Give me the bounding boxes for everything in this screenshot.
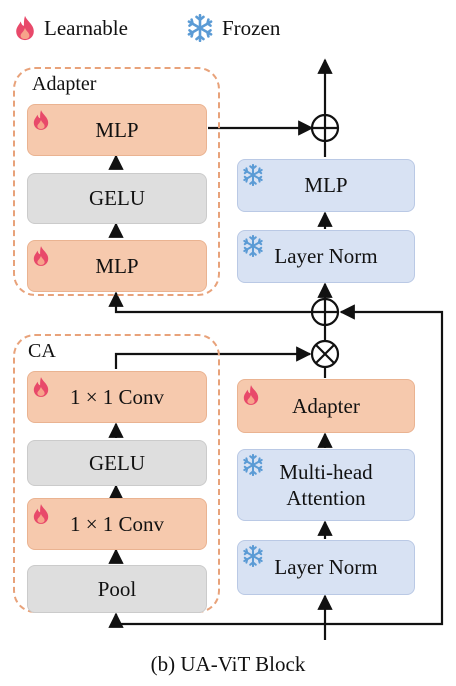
ca-pool: Pool xyxy=(27,565,207,613)
adapter-mlp-top-label: MLP xyxy=(95,117,139,142)
figure-caption: (b) UA-ViT Block xyxy=(150,652,306,676)
adapter-group-label: Adapter xyxy=(32,73,97,95)
attention-label-line2: Attention xyxy=(286,486,366,510)
snowflake-icon xyxy=(242,454,264,476)
ca-conv-top-label: 1 × 1 Conv xyxy=(69,384,165,409)
ca-conv-top: 1 × 1 Conv xyxy=(27,371,207,423)
flame-icon xyxy=(32,109,50,131)
main-layer-norm-top-label: Layer Norm xyxy=(274,244,378,269)
legend-frozen-label: Frozen xyxy=(222,15,281,40)
main-adapter-label: Adapter xyxy=(292,393,360,418)
ca-gelu-label: GELU xyxy=(89,450,145,475)
flame-icon xyxy=(32,245,50,267)
main-multi-head-attention: Multi-head Attention xyxy=(237,449,415,521)
flame-icon xyxy=(242,384,260,406)
flame-icon xyxy=(32,503,50,525)
main-layer-norm-bottom: Layer Norm xyxy=(237,540,415,595)
adapter-group xyxy=(13,67,220,296)
snowflake-icon xyxy=(242,164,264,186)
snowflake-icon xyxy=(242,545,264,567)
adapter-gelu-label: GELU xyxy=(89,186,145,211)
main-layer-norm-top: Layer Norm xyxy=(237,230,415,283)
main-layer-norm-bottom-label: Layer Norm xyxy=(274,555,378,580)
main-mlp: MLP xyxy=(237,159,415,212)
legend-frozen: Frozen xyxy=(186,14,280,42)
snowflake-icon xyxy=(242,235,264,257)
attention-label-line1: Multi-head xyxy=(279,459,373,484)
flame-icon xyxy=(32,376,50,398)
ca-group-label: CA xyxy=(28,340,56,362)
multiply-operator xyxy=(310,339,340,369)
adapter-mlp-bottom-label: MLP xyxy=(95,253,139,278)
ca-pool-label: Pool xyxy=(97,576,137,601)
adapter-mlp-top: MLP xyxy=(27,104,207,156)
adapter-gelu: GELU xyxy=(27,173,207,224)
ca-gelu: GELU xyxy=(27,440,207,486)
add-operator-middle xyxy=(310,297,340,327)
main-adapter: Adapter xyxy=(237,379,415,433)
ca-conv-bottom-label: 1 × 1 Conv xyxy=(69,511,165,536)
adapter-mlp-bottom: MLP xyxy=(27,240,207,292)
add-operator-top xyxy=(310,113,340,143)
legend-learnable: Learnable xyxy=(14,14,128,42)
main-mlp-label: MLP xyxy=(304,173,348,198)
legend-learnable-label: Learnable xyxy=(44,15,128,40)
ca-conv-bottom: 1 × 1 Conv xyxy=(27,498,207,550)
